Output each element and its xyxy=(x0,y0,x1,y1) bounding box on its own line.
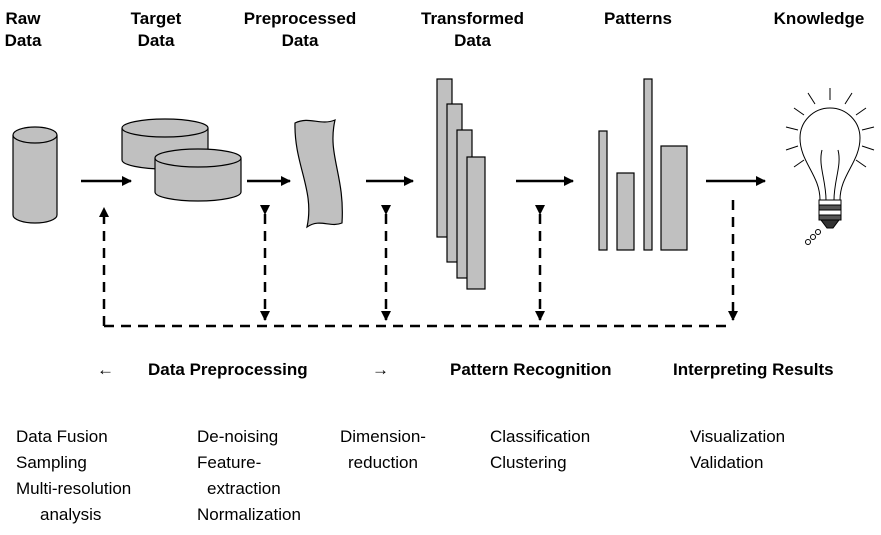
tech-analysis: analysis xyxy=(40,505,102,524)
stage-target-data-label: Target Data xyxy=(120,8,192,52)
tech-extraction: extraction xyxy=(207,479,281,498)
stage-transformed-line1: Transformed xyxy=(421,9,524,28)
stage-raw-data-label: Raw Data xyxy=(2,8,44,52)
tech-multi-resolution: Multi-resolution xyxy=(16,479,132,498)
stage-target-line1: Target xyxy=(130,9,182,28)
tech-reduction: reduction xyxy=(348,453,418,472)
stage-raw-line2: Data xyxy=(4,31,42,50)
tech-dimension: Dimension- xyxy=(340,427,426,446)
stage-patterns-label: Patterns xyxy=(588,8,688,30)
stage-transformed-line2: Data xyxy=(454,31,491,50)
phase-data-preprocessing: Data Preprocessing xyxy=(148,360,308,379)
techniques-col1: Data Fusion Sampling Multi-resolution an… xyxy=(16,424,131,528)
stage-raw-line1: Raw xyxy=(5,9,41,28)
patterns-bars-icon xyxy=(598,78,688,251)
stage-target-line2: Data xyxy=(137,31,175,50)
tech-visualization: Visualization xyxy=(690,427,786,446)
techniques-col3: Dimension- reduction xyxy=(340,424,426,476)
raw-data-cylinder-icon xyxy=(12,126,58,224)
stage-preprocessed-line2: Data xyxy=(281,31,319,50)
techniques-col4: Classification Clustering xyxy=(490,424,590,476)
knowledge-lightbulb-icon xyxy=(785,88,875,245)
preprocessed-data-sheet-icon xyxy=(294,119,343,229)
phase-left-arrow: ← xyxy=(97,360,114,379)
stage-knowledge-line1: Knowledge xyxy=(773,9,865,28)
tech-validation: Validation xyxy=(690,453,764,472)
techniques-col2: De-noising Feature- extraction Normaliza… xyxy=(197,424,301,528)
stage-transformed-data-label: Transformed Data xyxy=(405,8,540,52)
phase-right-arrow: → xyxy=(372,360,389,379)
phase-pattern-recognition: Pattern Recognition xyxy=(450,360,612,379)
stage-preprocessed-data-label: Preprocessed Data xyxy=(227,8,373,52)
tech-data-fusion: Data Fusion xyxy=(16,427,108,446)
tech-clustering: Clustering xyxy=(490,453,567,472)
techniques-col5: Visualization Validation xyxy=(690,424,785,476)
tech-classification: Classification xyxy=(490,427,591,446)
stage-preprocessed-line1: Preprocessed xyxy=(243,9,357,28)
stage-patterns-line1: Patterns xyxy=(603,9,673,28)
tech-de-noising: De-noising xyxy=(197,427,279,446)
phase-interpreting-results: Interpreting Results xyxy=(673,360,834,379)
tech-feature: Feature- xyxy=(197,453,262,472)
tech-normalization: Normalization xyxy=(197,505,301,524)
target-data-disks-icon xyxy=(121,118,242,202)
tech-sampling: Sampling xyxy=(16,453,87,472)
transformed-data-stack-icon xyxy=(436,78,486,290)
stage-knowledge-label: Knowledge xyxy=(763,8,875,30)
